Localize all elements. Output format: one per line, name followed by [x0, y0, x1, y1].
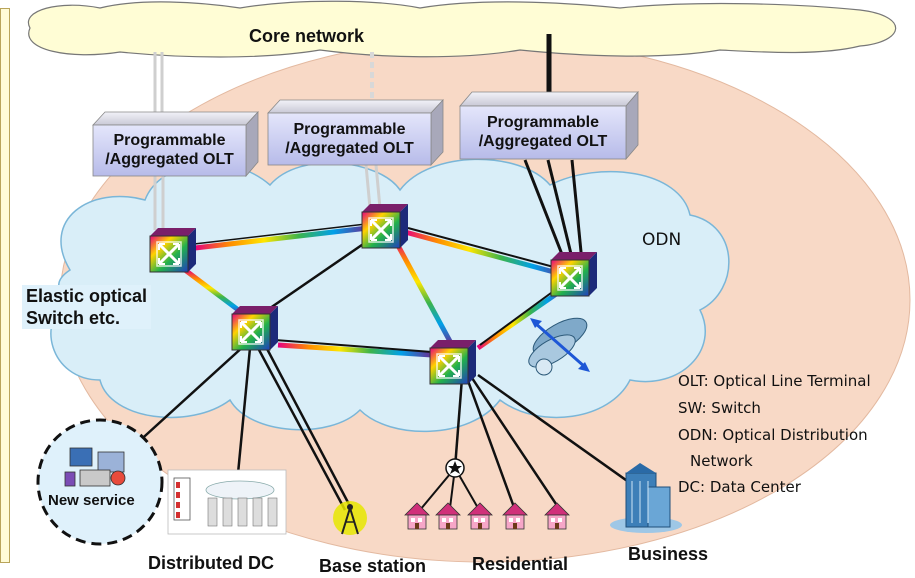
- elastic-switch-label: Elastic optical Switch etc.: [22, 285, 152, 329]
- odn-label: ODN: [642, 230, 682, 250]
- new-service-icon: [36, 418, 164, 546]
- legend-sw: SW: Switch: [678, 399, 761, 417]
- elastic-switch-label-line2: Switch etc.: [26, 308, 121, 328]
- legend-olt: OLT: Optical Line Terminal: [678, 372, 871, 390]
- switch-icon: [549, 250, 599, 298]
- olt-label-line2: /Aggregated OLT: [478, 133, 608, 150]
- splitter-icon: [419, 458, 479, 511]
- olt-label-line2: /Aggregated OLT: [105, 151, 234, 168]
- switch-icon: [230, 304, 280, 352]
- switch-icon: [148, 226, 198, 274]
- olt-box-1: [92, 110, 259, 178]
- olt-label: Programmable /Aggregated OLT: [268, 120, 431, 158]
- access-drop-lines: [134, 344, 641, 511]
- legend-odn: ODN: Optical Distribution: [678, 426, 868, 444]
- building-icon: [610, 463, 682, 533]
- olt-label: Programmable /Aggregated OLT: [93, 131, 246, 169]
- base-station-label: Base station: [319, 556, 427, 576]
- base-station-icon: [333, 501, 367, 535]
- business-label: Business: [628, 544, 709, 564]
- data-center-icon: [167, 469, 287, 535]
- fiber-bundle-icon: [528, 317, 590, 376]
- olt-label: Programmable /Aggregated OLT: [460, 113, 626, 151]
- core-network-label: Core network: [249, 26, 365, 46]
- elastic-switch-label-line1: Elastic optical: [26, 286, 148, 306]
- switch-icon: [360, 202, 410, 250]
- residential-label: Residential: [472, 554, 569, 574]
- olt-label-line2: /Aggregated OLT: [285, 140, 414, 157]
- core-network-cloud: [27, 0, 897, 58]
- olt-label-line1: Programmable: [486, 114, 600, 131]
- access-cloud: [50, 158, 730, 433]
- switch-icon: [428, 338, 478, 386]
- olt-box-2: [267, 98, 444, 167]
- legend-odn-cont: Network: [690, 452, 753, 470]
- olt-label-line1: Programmable: [113, 132, 226, 149]
- olt-feeder-lines: [153, 159, 584, 263]
- olt-label-line1: Programmable: [293, 121, 406, 138]
- side-panel: [0, 8, 10, 563]
- optical-links: [183, 223, 567, 358]
- distributed-dc-label: Distributed DC: [148, 553, 274, 573]
- legend-dc: DC: Data Center: [678, 478, 801, 496]
- olt-box-3: [459, 90, 639, 161]
- new-service-label: New service: [48, 492, 135, 509]
